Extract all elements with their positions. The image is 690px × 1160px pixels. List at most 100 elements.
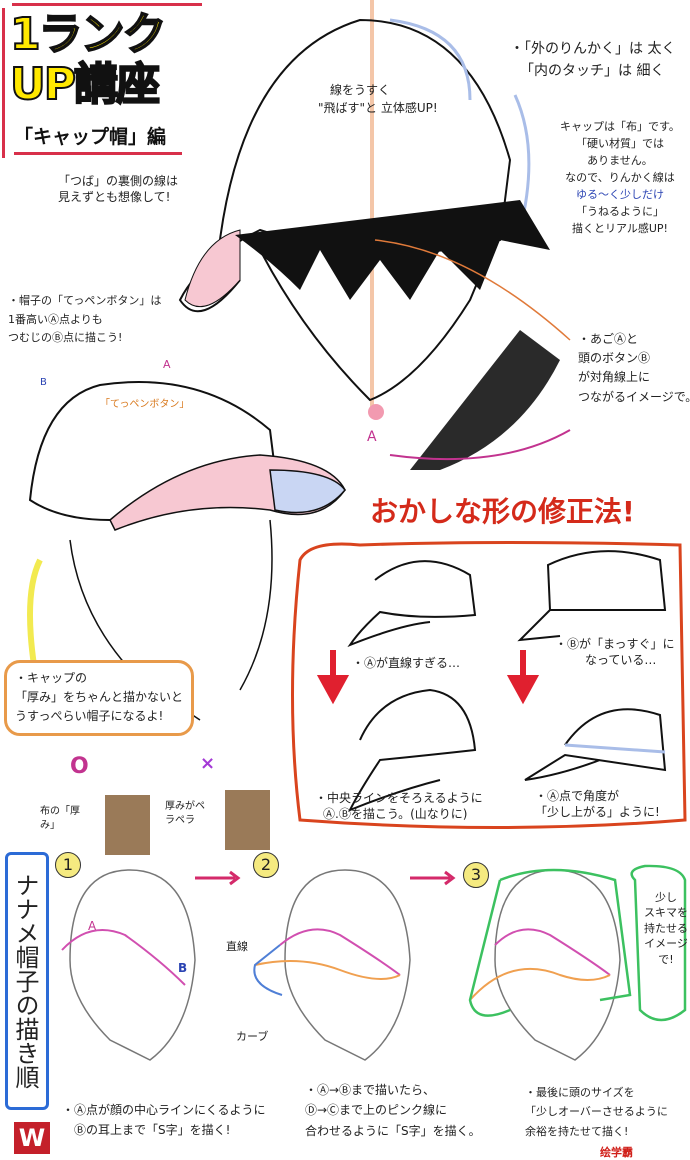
step3-cap-outline (468, 868, 632, 1017)
note-outline-thick: ・「外のりんかく」は 太く (510, 41, 676, 57)
bad-cap-b (517, 550, 667, 642)
gap-line: 持たせる (644, 921, 688, 935)
good-label: 布の「厚み」 (40, 806, 80, 831)
note-thin-lines-1: 線をうすく (330, 83, 391, 97)
cloth-line: ゆる〜く少しだけ (575, 188, 664, 202)
fix-line: Ⓐ.Ⓑを描こう。(山なりに) (323, 807, 468, 822)
top-hair (235, 200, 550, 300)
straight-label: 直線 (226, 940, 248, 953)
bubble-line: うすっぺらい帽子になるよ! (15, 709, 164, 724)
fix-section-title: おかしな形の修正法! (370, 495, 635, 528)
button-line: つむじのⒷ点に描こう! (8, 331, 123, 345)
label-b: B (40, 377, 47, 388)
step2-orange-curve (254, 960, 401, 980)
step3-orange-curve (469, 967, 611, 1001)
chin-line: 頭のボタンⒷ (578, 351, 651, 366)
step3-note: ・最後に頭のサイズを 「少しオーバーさせるように 余裕を持たせて描く! (525, 1083, 668, 1141)
bubble-line: 「厚み」をちゃんと描かないと (15, 690, 184, 705)
chin-line: が対角線上に (578, 370, 651, 385)
good-cap-b-guide (564, 743, 666, 754)
fix-line: なっている… (585, 653, 657, 668)
fix-section-frame (291, 541, 687, 829)
side-cap-brim-underside (269, 469, 346, 514)
step2-pink-curve (279, 928, 401, 976)
step1-label-a: A (88, 919, 97, 933)
step-number-3: 3 (463, 862, 489, 888)
step-line: ・Ⓐ→Ⓑまで描いたら、 (305, 1083, 436, 1097)
note-cloth: キャップは「布」です。 「硬い材質」では ありません。 なので、りんかく線は ゆ… (560, 118, 680, 237)
chin-pointer-arrow (389, 429, 571, 461)
note-inner-thin: 「内のタッチ」は 細く (520, 63, 665, 79)
step-number-1: 1 (55, 852, 81, 878)
gap-note: 少し スキマを 持たせる イメージ で! (644, 890, 688, 967)
step-number-2: 2 (253, 852, 279, 878)
title-line-2: UP講座 (9, 59, 161, 111)
down-arrow-2 (506, 650, 540, 705)
note-chin: ・あごⒶと 頭のボタンⒷ が対角線上に つながるイメージで。 (578, 330, 690, 407)
chin-label-a: A (367, 429, 377, 445)
bad-mark: × (200, 753, 216, 774)
step1-s-curve (61, 929, 186, 986)
step2-brim-curve (253, 944, 283, 996)
chin-point (368, 404, 384, 420)
note-thin-lines-2: "飛ばす"と 立体感UP! (318, 101, 438, 115)
page-subtitle: 「キャップ帽」編 (14, 126, 167, 148)
bad-cap-a (347, 560, 477, 648)
note-brim: 「つば」の裏側の線は 見えずとも想像して! (58, 173, 178, 205)
fix-good-a: ・中央ラインをそろえるように Ⓐ.Ⓑを描こう。(山なりに) (315, 790, 483, 822)
chin-line: ・あごⒶと (578, 332, 639, 346)
down-arrow-1 (316, 650, 350, 705)
button-line: 1番高いⒶ点よりも (8, 312, 103, 326)
collar (410, 330, 560, 470)
step-line: 「少しオーバーさせるように (525, 1105, 668, 1119)
step-arrow-heads (229, 870, 456, 886)
step-line: 余裕を持たせて描く! (525, 1124, 629, 1138)
brim-line: 「つば」の裏側の線は (58, 174, 179, 188)
chin-line: つながるイメージで。 (578, 389, 690, 404)
step1-note: ・Ⓐ点が顔の中心ラインにくるように Ⓑの耳上まで「S字」を描く! (62, 1100, 266, 1141)
cloth-line: 「硬い材質」では (575, 137, 664, 151)
bubble-line: ・キャップの (15, 671, 88, 685)
bad-thickness-hair (225, 790, 270, 850)
fix-good-b: ・Ⓐ点で角度が「少し上がる」ように! (535, 788, 660, 820)
step1-label-b: B (178, 961, 188, 975)
gap-note-frame (630, 864, 687, 1022)
subtitle-rule (14, 152, 182, 155)
title-rule-side (2, 8, 5, 158)
outer-outline-highlight (389, 18, 472, 101)
cloth-line: 「うねるように」 (575, 205, 664, 219)
cloth-line: ありません。 (587, 154, 653, 168)
step3-pink-curve (494, 928, 611, 976)
fix-bad-a: ・Ⓐが直線すぎる… (352, 656, 461, 670)
button-line: ・帽子の「てっペンボタン」は (8, 294, 162, 307)
step-line: 合わせるように「S字」を描く。 (305, 1123, 481, 1138)
step-line: ・Ⓐ点が顔の中心ラインにくるように (62, 1103, 266, 1117)
cloth-line: なので、りんかく線は (565, 171, 675, 185)
title-line-1: 1ランク (9, 9, 168, 61)
fix-bad-b: ・Ⓑが「まっすぐ」になっている… (555, 636, 675, 668)
thickness-bubble: ・キャップの 「厚み」をちゃんと描かないと うすっぺらい帽子になるよ! (4, 660, 195, 736)
brand-logo: W (14, 1122, 50, 1154)
gap-line: 少し (655, 891, 677, 904)
watermark: 绘学霸 (600, 1146, 633, 1159)
gap-line: スキマを (644, 906, 688, 920)
brim-line: 見えずとも想像して! (58, 190, 171, 205)
curve-label: カーブ (236, 1030, 269, 1043)
cloth-line: キャップは「布」です。 (560, 120, 680, 133)
cloth-line: 描くとリアル感UP! (571, 222, 668, 236)
step2-note: ・Ⓐ→Ⓑまで描いたら、 Ⓓ→Ⓒまで上のピンク線に 合わせるように「S字」を描く。 (305, 1080, 481, 1141)
fix-line: ・Ⓑが「まっすぐ」に (555, 637, 675, 651)
step-line: ・最後に頭のサイズを (525, 1086, 635, 1099)
fix-line: ・Ⓐ点で角度が (535, 789, 620, 803)
good-cap-a (347, 688, 477, 812)
fix-line: 「少し上がる」ように! (535, 805, 660, 820)
good-thickness-hair (105, 795, 150, 855)
fix-line: ・中央ラインをそろえるように (315, 791, 483, 805)
steps-side-title: ナナメ帽子の描き順 (5, 852, 49, 1110)
step-heads (69, 869, 621, 1061)
button-label: 「てっペンボタン」 (100, 399, 190, 410)
diagonal-guide (374, 239, 571, 341)
gap-line: イメージ (644, 937, 688, 951)
label-a: A (163, 358, 171, 371)
